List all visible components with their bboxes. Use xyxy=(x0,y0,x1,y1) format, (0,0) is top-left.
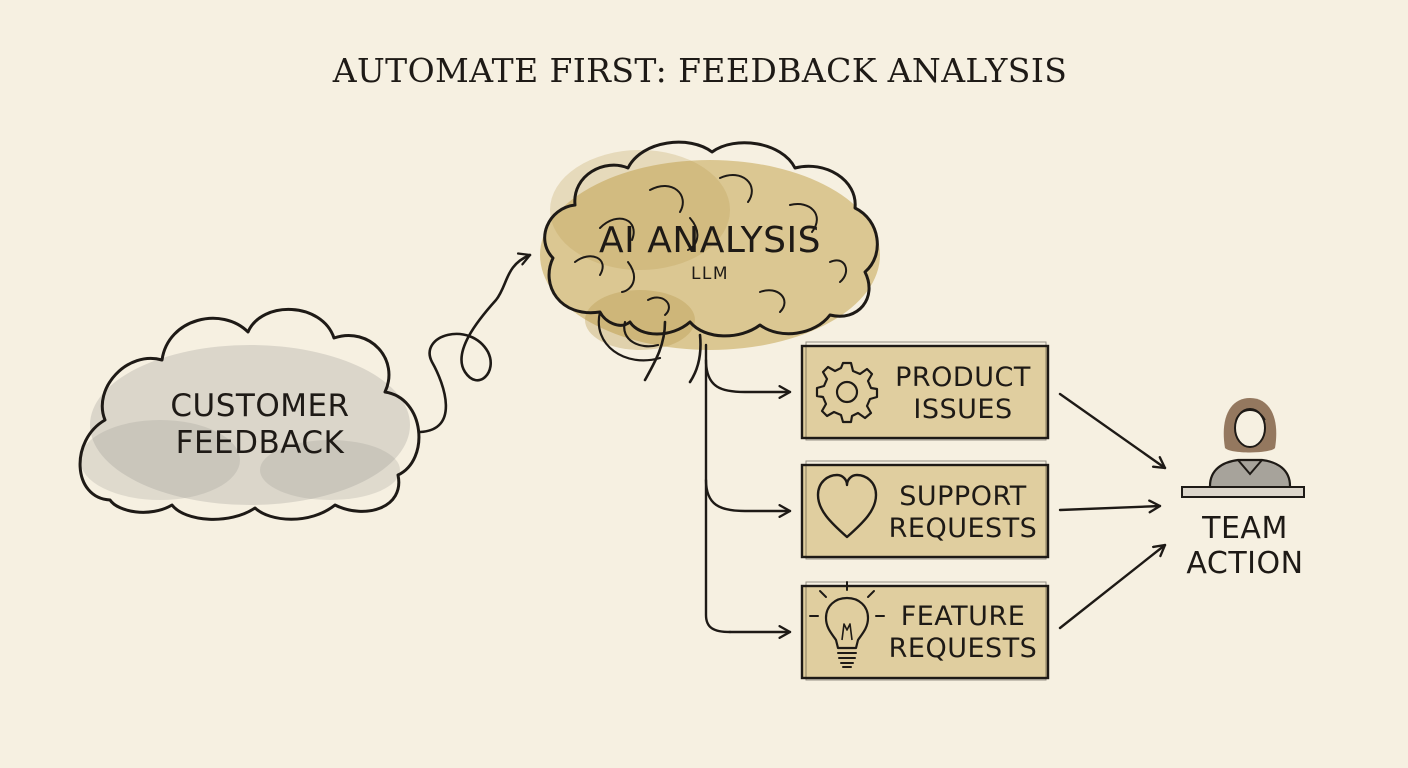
team-action-line1: TEAM xyxy=(1202,511,1288,546)
branch-connector xyxy=(704,343,732,634)
customer-feedback-line1: CUSTOMER xyxy=(170,388,350,424)
arrow-feature-to-team xyxy=(1058,543,1167,630)
arrow-to-product-issues xyxy=(704,358,792,399)
product-issues-line1: PRODUCT xyxy=(895,362,1031,393)
customer-feedback-cloud xyxy=(78,308,421,521)
arrow-product-to-team xyxy=(1058,392,1167,470)
diagram-title: AUTOMATE FIRST: FEEDBACK ANALYSIS xyxy=(332,51,1068,90)
arrow-to-support-requests xyxy=(704,478,792,518)
arrow-support-to-team xyxy=(1058,499,1162,514)
lightbulb-icon xyxy=(809,581,885,668)
person-icon xyxy=(1181,398,1305,498)
team-action-label: TEAM ACTION xyxy=(1160,511,1330,582)
support-requests-line2: REQUESTS xyxy=(888,512,1038,544)
gear-icon xyxy=(815,361,879,424)
feedback-to-ai-arrow xyxy=(418,252,532,434)
feature-requests-label: FEATURE REQUESTS xyxy=(878,601,1048,665)
ai-analysis-subtitle: LLM xyxy=(690,264,730,284)
ai-analysis-title: AI ANALYSIS xyxy=(599,220,821,261)
product-issues-label: PRODUCT ISSUES xyxy=(878,362,1048,426)
support-requests-line1: SUPPORT xyxy=(899,481,1027,512)
product-issues-line2: ISSUES xyxy=(913,393,1013,425)
support-requests-label: SUPPORT REQUESTS xyxy=(878,481,1048,545)
ai-brain xyxy=(540,140,880,384)
support-requests-box xyxy=(800,460,1050,560)
team-action-line2: ACTION xyxy=(1186,545,1304,581)
feature-requests-line2: REQUESTS xyxy=(888,632,1038,664)
customer-feedback-label: CUSTOMER FEEDBACK xyxy=(120,388,400,461)
heart-icon xyxy=(816,473,878,539)
customer-feedback-line2: FEEDBACK xyxy=(175,424,345,461)
feature-requests-line1: FEATURE xyxy=(900,601,1026,632)
